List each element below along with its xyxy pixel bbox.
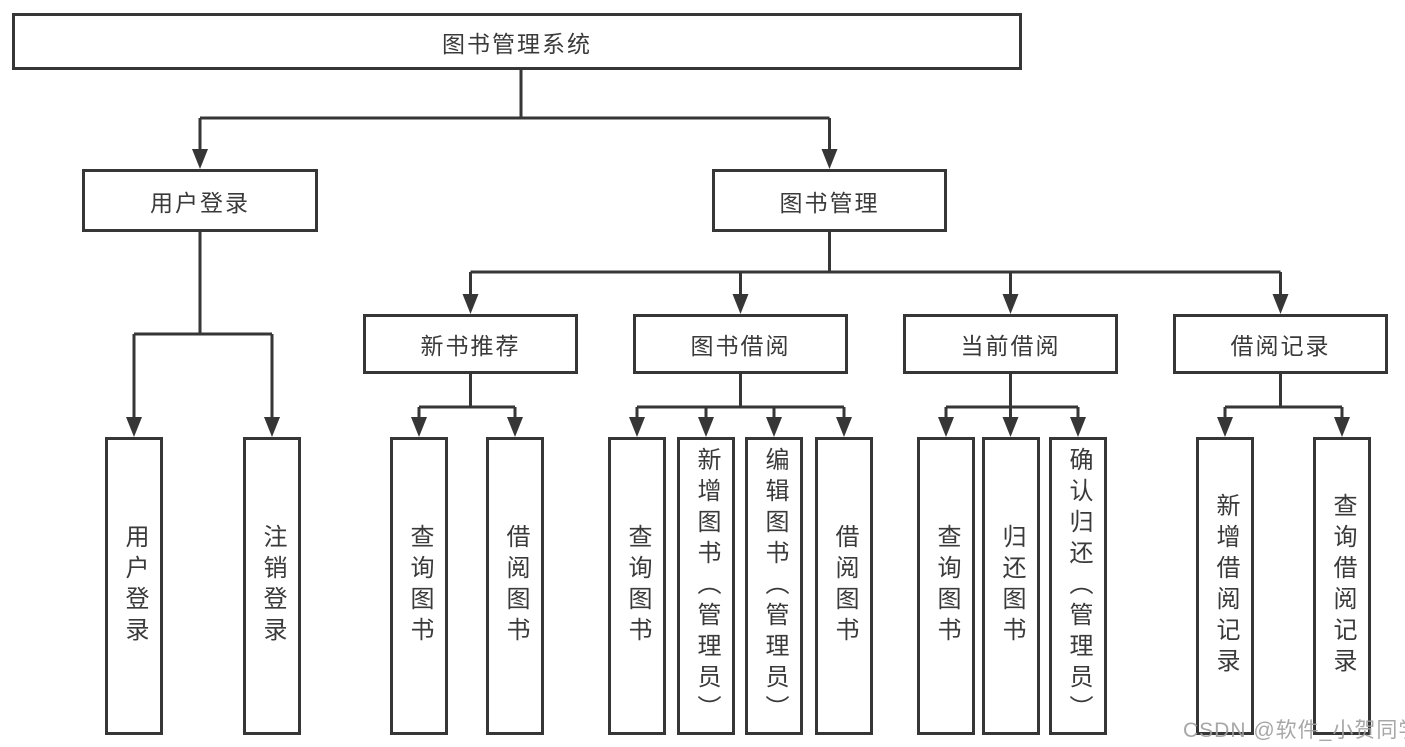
leaf-confirm-return-admin: 确认归还（管理员）	[1049, 437, 1107, 735]
leaf-borrow-books-recommend: 借阅图书	[486, 437, 544, 735]
node-root: 图书管理系统	[12, 13, 1022, 70]
leaf-add-borrow-record: 新增借阅记录	[1196, 437, 1254, 735]
node-book-management: 图书管理	[712, 169, 947, 232]
leaf-query-books-borrowing: 查询图书	[608, 437, 666, 735]
node-book-borrowing: 图书借阅	[633, 314, 848, 374]
leaf-logout: 注销登录	[243, 437, 301, 735]
leaf-user-login: 用户登录	[105, 437, 163, 735]
node-current-borrowing: 当前借阅	[903, 314, 1118, 374]
node-user-login: 用户登录	[82, 169, 318, 232]
leaf-edit-books-admin: 编辑图书（管理员）	[745, 437, 803, 735]
node-borrowing-records: 借阅记录	[1173, 314, 1388, 374]
leaf-query-books-recommend: 查询图书	[390, 437, 448, 735]
leaf-query-borrow-record: 查询借阅记录	[1313, 437, 1371, 735]
leaf-borrow-books-borrowing: 借阅图书	[815, 437, 873, 735]
leaf-query-books-current: 查询图书	[917, 437, 975, 735]
node-new-book-recommend: 新书推荐	[363, 314, 578, 374]
leaf-add-books-admin: 新增图书（管理员）	[677, 437, 735, 735]
csdn-watermark: CSDN @软件_小贺同学	[1183, 719, 1405, 742]
leaf-return-books: 归还图书	[982, 437, 1040, 735]
